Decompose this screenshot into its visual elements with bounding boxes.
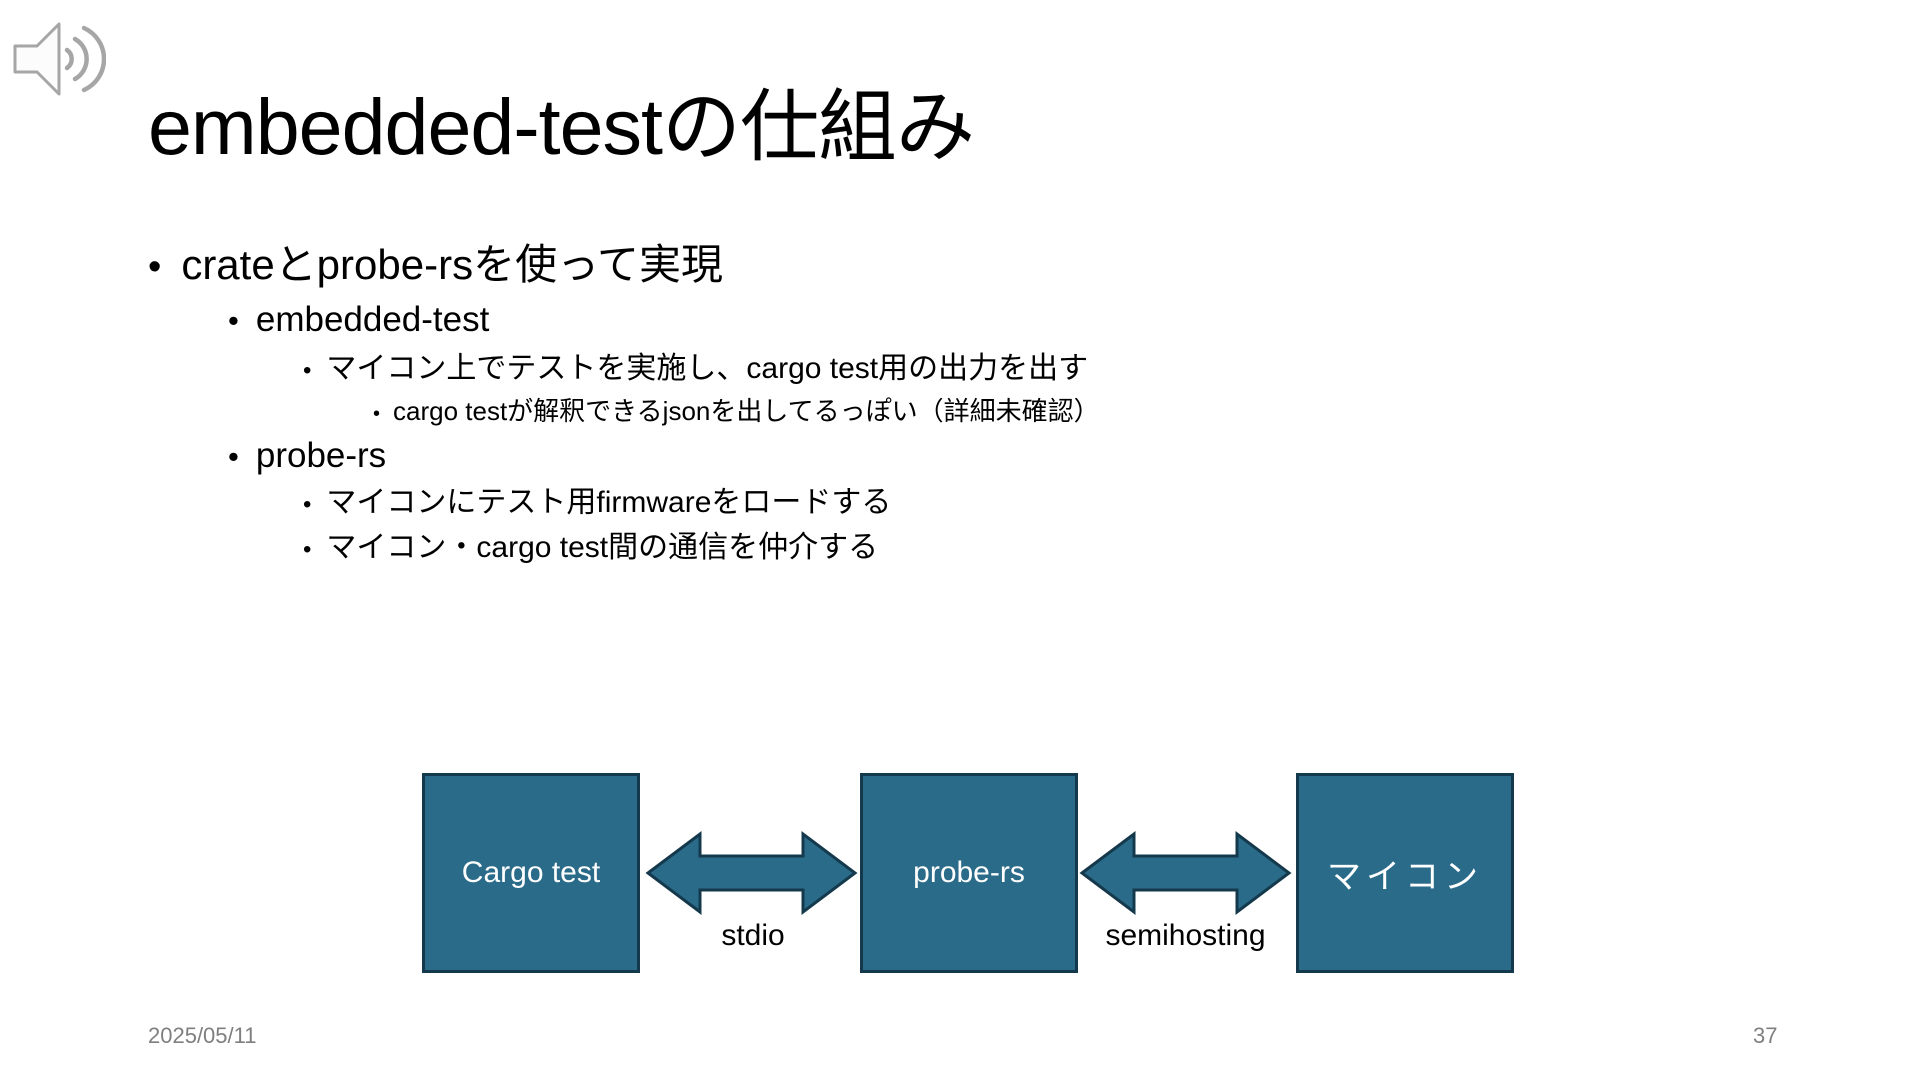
bullet-text: マイコンにテスト用firmwareをロードする <box>326 486 892 519</box>
slide-title: embedded-testの仕組み <box>148 82 975 171</box>
bullet-text: crateとprobe-rsを使って実現 <box>181 241 723 288</box>
bullet-line-5: • probe-rs <box>228 435 386 477</box>
bullet-line-4: • cargo testが解釈できるjsonを出してるっぽい（詳細未確認） <box>373 396 1100 427</box>
bullet-line-3: • マイコン上でテストを実施し、cargo test用の出力を出す <box>303 351 1088 387</box>
double-arrow-icon <box>1079 827 1292 919</box>
bullet-line-7: • マイコン・cargo test間の通信を仲介する <box>303 530 878 566</box>
bullet-marker: • <box>228 303 239 338</box>
bullet-line-1: • crateとprobe-rsを使って実現 <box>148 240 723 291</box>
bullet-marker: • <box>148 246 162 288</box>
bullet-text: マイコン上でテストを実施し、cargo test用の出力を出す <box>326 352 1089 385</box>
diagram-box-probe-rs: probe-rs <box>860 773 1078 973</box>
bullet-text: マイコン・cargo test間の通信を仲介する <box>326 531 879 564</box>
bullet-text: embedded-test <box>255 300 490 339</box>
bullet-marker: • <box>373 403 381 425</box>
bullet-text: cargo testが解釈できるjsonを出してるっぽい（詳細未確認） <box>393 396 1100 426</box>
bullet-text: probe-rs <box>255 436 387 475</box>
link-label-semihosting: semihosting <box>1105 919 1266 952</box>
diagram-box-cargo-test: Cargo test <box>422 773 640 973</box>
bullet-line-6: • マイコンにテスト用firmwareをロードする <box>303 485 891 521</box>
slide-date: 2025/05/11 <box>148 1023 257 1048</box>
slide-page-number: 37 <box>1753 1023 1778 1048</box>
bullet-marker: • <box>303 357 312 384</box>
bullet-line-2: • embedded-test <box>228 299 489 341</box>
bullet-marker: • <box>228 439 239 474</box>
speaker-audio-icon[interactable] <box>6 12 107 106</box>
diagram-box-label: probe-rs <box>913 856 1025 889</box>
diagram-box-microcontroller: マイコン <box>1296 773 1514 973</box>
speaker-icon-graphic <box>13 22 107 96</box>
link-label-stdio: stdio <box>721 919 785 952</box>
double-arrow-icon <box>645 827 858 919</box>
diagram-box-label: Cargo test <box>461 856 601 889</box>
bullet-marker: • <box>303 536 312 563</box>
bullet-marker: • <box>303 491 312 518</box>
diagram-box-label: マイコン <box>1327 857 1483 896</box>
